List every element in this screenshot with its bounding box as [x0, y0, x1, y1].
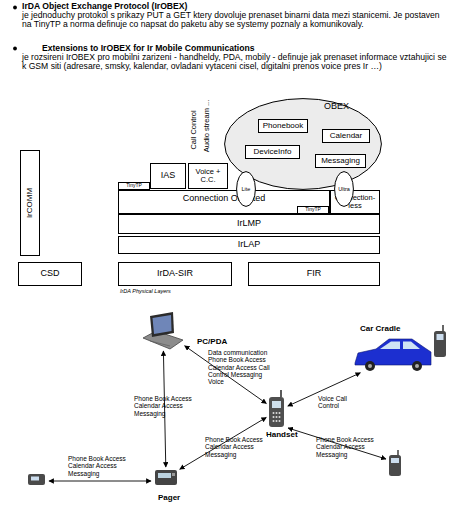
node-label: IrCOMM	[26, 188, 35, 218]
service-box: DeviceInfo	[245, 145, 300, 159]
physical-layer-box: FIR	[248, 262, 380, 286]
node-label: Voice + C.C.	[189, 168, 227, 185]
node-label: Phonebook	[263, 122, 303, 131]
link-label: Voice Call Control	[318, 395, 362, 410]
node-label: DeviceInfo	[254, 148, 292, 157]
link-label: Data communication Phone Book Access Cal…	[208, 349, 272, 385]
bullet	[13, 47, 17, 51]
node-label: IrLAP	[238, 240, 261, 250]
pager-icon	[155, 470, 177, 485]
section-text: je jednoduchy protokol s prikazy PUT a G…	[22, 11, 450, 29]
device-label: Pager	[158, 494, 180, 503]
small-phone-icon	[28, 474, 45, 485]
tinytp-box: TinyTP	[118, 182, 150, 190]
node-label: OBEX	[324, 102, 349, 112]
link-label: Phone Book Access Calendar Access Messag…	[134, 395, 196, 417]
link-arrow	[49, 481, 151, 482]
link-label: Phone Book Access Calendar Access Messag…	[316, 436, 376, 458]
layer-box: IAS	[150, 163, 186, 189]
node-label: CSD	[40, 269, 59, 279]
stream-label: Call Control	[190, 110, 198, 149]
layer-band: Connection OrientedTinyTP	[118, 190, 330, 214]
link-arrow	[185, 346, 267, 404]
handset-icon	[269, 390, 284, 427]
section-heading: IrDA Object Exchange Protocol (IrOBEX)	[22, 2, 450, 11]
cradle-phone-icon	[434, 325, 446, 357]
tinytp-box: TinyTP	[297, 206, 329, 214]
layer-box: Voice + C.C.	[188, 163, 228, 189]
service-box: Calendar	[322, 129, 370, 143]
layer-band: IrLAP	[118, 236, 380, 254]
ellipse-shape	[237, 172, 256, 207]
layer-box: IrCOMM	[20, 150, 40, 256]
node-label: TinyTP	[126, 183, 142, 189]
link-arrow	[288, 428, 386, 459]
section-text: je rozsireni IrOBEX pro mobilni zarizeni…	[22, 53, 450, 71]
node-label: IrDA-SIR	[157, 269, 193, 279]
node-label: Lite	[242, 186, 251, 192]
car-icon	[355, 339, 431, 371]
small-phone-icon	[389, 450, 401, 476]
service-box: Messaging	[315, 154, 366, 168]
service-box: Phonebook	[258, 119, 308, 133]
device-label: Car Cradle	[360, 325, 400, 334]
stream-label: Audio stream ...	[203, 100, 211, 153]
device-node: PC/PDA	[143, 312, 183, 349]
laptop-icon	[143, 312, 183, 349]
device-label: Handset	[266, 431, 298, 440]
link-label: Phone Book Access Calendar Access Messag…	[205, 436, 267, 458]
node-label: TinyTP	[305, 207, 321, 213]
node-label: Messaging	[321, 157, 360, 166]
link-arrow	[163, 351, 165, 467]
physical-layer-box: CSD	[18, 262, 82, 286]
device-node: Pager	[154, 469, 178, 486]
node-label: Calendar	[330, 132, 362, 141]
device-label: PC/PDA	[197, 338, 227, 347]
variant-ellipse: Lite	[236, 171, 256, 207]
device-node: Handset	[268, 394, 286, 428]
caption-note: IrDA Physical Layers	[120, 288, 171, 294]
physical-layer-box: IrDA-SIR	[118, 262, 232, 286]
node-label: IrLMP	[237, 219, 261, 229]
bullet	[13, 6, 17, 10]
layer-band: IrLMP	[118, 214, 380, 234]
ellipse-shape	[335, 172, 354, 207]
device-node: Car Cradle	[355, 336, 448, 372]
node-label: Ultra	[338, 186, 350, 192]
link-arrow	[288, 373, 361, 406]
node-label: FIR	[307, 269, 322, 279]
node-label: IAS	[161, 171, 176, 181]
section-heading: Extensions to IrOBEX for Ir Mobile Commu…	[42, 44, 447, 53]
link-label: Phone Book Access Calendar Access Messag…	[68, 455, 128, 477]
variant-ellipse: Ultra	[334, 171, 354, 207]
link-arrow	[180, 417, 267, 469]
